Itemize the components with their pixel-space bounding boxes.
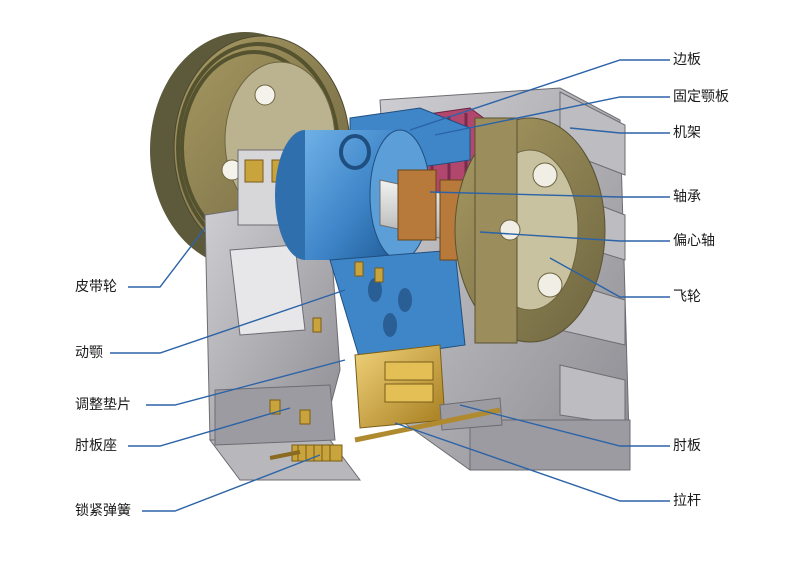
tie-rod xyxy=(354,407,501,443)
leader-guding-e-ban xyxy=(434,96,670,136)
leader-la-gan xyxy=(394,422,670,502)
bolts xyxy=(269,261,384,425)
leader-dong-e xyxy=(110,289,346,354)
leader-pianxin-zhou xyxy=(479,231,670,242)
label-tie-rod: 拉杆 xyxy=(673,493,701,509)
lock-spring xyxy=(269,444,343,462)
leader-bian-ban xyxy=(409,59,670,131)
leader-zhou-ban-zuo xyxy=(128,407,291,447)
label-adjustment-shims: 调整垫片 xyxy=(75,397,131,413)
leader-pidai-lun xyxy=(128,227,206,288)
leader-suojin-tanhuang xyxy=(142,454,321,512)
label-toggle-plate: 肘板 xyxy=(673,438,701,454)
leader-tiaozheng-dianpian xyxy=(146,359,346,406)
label-frame: 机架 xyxy=(673,125,701,141)
label-toggle-seat: 肘板座 xyxy=(75,438,117,454)
label-belt-pulley: 皮带轮 xyxy=(75,279,117,295)
leader-fei-lun xyxy=(549,257,670,298)
label-side-plate: 边板 xyxy=(673,52,701,68)
label-bearing: 轴承 xyxy=(673,189,701,205)
leader-zhou-ban xyxy=(459,404,670,447)
label-fixed-jaw-plate: 固定颚板 xyxy=(673,89,729,105)
label-lock-spring: 锁紧弹簧 xyxy=(75,503,131,519)
flywheel xyxy=(454,117,606,344)
label-flywheel: 飞轮 xyxy=(673,289,701,305)
leader-lines xyxy=(110,59,670,512)
label-eccentric-shaft: 偏心轴 xyxy=(673,233,715,249)
leader-ji-jia xyxy=(569,127,670,134)
leader-zhou-cheng xyxy=(429,191,670,198)
label-moving-jaw: 动颚 xyxy=(75,345,103,361)
